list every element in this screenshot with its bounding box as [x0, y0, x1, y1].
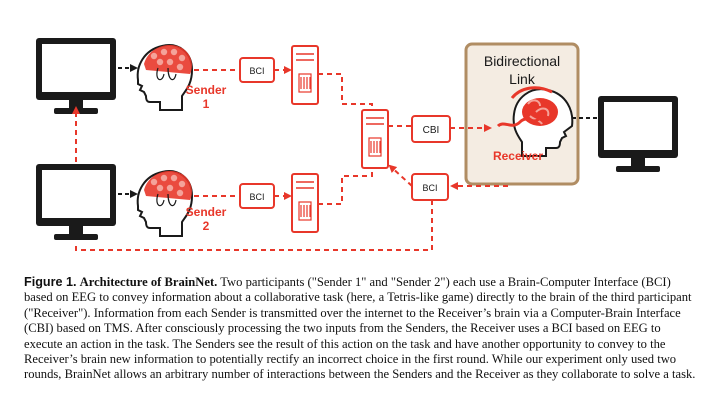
sender1-label: Sender — [186, 83, 227, 97]
caption-text: Two participants ("Sender 1" and "Sender… — [24, 275, 696, 382]
figure-caption: Figure 1. Architecture of BrainNet. Two … — [24, 275, 700, 383]
sender2-monitor-icon — [36, 164, 116, 240]
receiver-monitor-icon — [598, 96, 678, 172]
sender2-head-icon — [136, 169, 193, 237]
sender2-bci-label: BCI — [249, 192, 264, 202]
sender1-bci-label: BCI — [249, 66, 264, 76]
receiver-cbi-label: CBI — [423, 125, 440, 136]
figure-title: Architecture of BrainNet. — [79, 275, 218, 289]
sender1-computer-tower-icon — [291, 45, 319, 105]
brainnet-architecture-diagram: Bidirectional Link Sender 1 Sender 2 BCI… — [36, 38, 678, 251]
link-title-line2: Link — [509, 71, 536, 87]
sender2-computer-tower-icon — [291, 173, 319, 233]
figure-label: Figure 1. — [24, 275, 77, 289]
sender2-number: 2 — [203, 219, 210, 233]
sender1-number: 1 — [203, 97, 210, 111]
sender1-head-icon — [136, 43, 193, 112]
receiver-bci-label: BCI — [422, 183, 437, 193]
brain-icon — [496, 86, 558, 128]
link-title-line1: Bidirectional — [484, 53, 560, 69]
receiver-label: Receiver — [493, 149, 543, 163]
red-connections — [72, 66, 508, 251]
server-icon — [361, 109, 389, 169]
sender2-label: Sender — [186, 205, 227, 219]
receiver-bci-box — [411, 173, 449, 201]
sender1-monitor-icon — [36, 38, 116, 114]
